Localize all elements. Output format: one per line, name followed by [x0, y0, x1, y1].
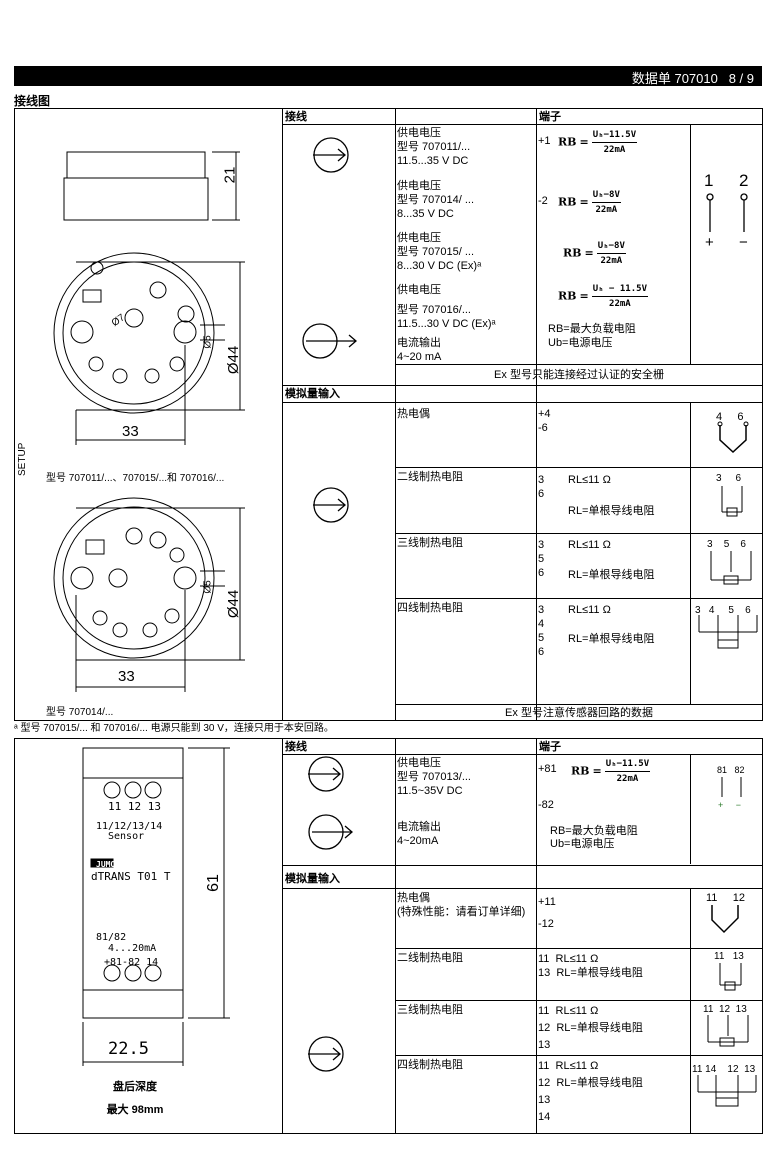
ex-note: Ex 型号只能连接经过认证的安全栅 [494, 369, 664, 381]
device-sensor: 11/12/13/14 [96, 821, 163, 832]
term-digit-1: 1 [704, 171, 714, 190]
term-digits-bottom: 81 82 [717, 765, 745, 775]
diag-2w: 3 6 [716, 473, 742, 484]
dim-61: 61 [204, 874, 222, 892]
diag-3w: 3 5 6 [707, 539, 746, 550]
analog-4w-name: 四线制热电阻 [397, 602, 463, 614]
device-sensor-label: Sensor [108, 831, 145, 842]
ub-desc: Ub=电源电压 [548, 337, 613, 349]
analog-4w-rl: RL≤11 Ω [568, 604, 611, 616]
caption-2: 型号 707014/... [46, 707, 114, 718]
col-terminal-2: 端子 [539, 741, 561, 753]
top-table [14, 108, 763, 721]
analog-b-3w-name: 三线制热电阻 [397, 1004, 463, 1016]
supply-3: 供电电压型号 707015/ ...8...30 V DC (Ex)ᵃ [397, 232, 482, 272]
analog-4w-desc: RL=单根导线电阻 [568, 633, 655, 645]
term-82: -82 [538, 799, 554, 811]
supply-bottom: 供电电压型号 707013/...11.5~35V DC [397, 757, 471, 797]
ub-desc-bottom: Ub=电源电压 [550, 838, 615, 850]
bottom-table [14, 738, 763, 1134]
supply-4: 供电电压型号 707016/...11.5...30 V DC (Ex)ᵃ [397, 284, 496, 330]
device-out1: 81/82 [96, 932, 127, 943]
supply-2: 供电电压型号 707014/ ...8...35 V DC [397, 180, 475, 220]
term-sign-minus: − [739, 234, 748, 251]
analog-b-4w-name: 四线制热电阻 [397, 1059, 463, 1071]
header-bar: 数据单 707010 8 / 9 [14, 66, 762, 86]
depth-label: 盘后深度 [113, 1081, 157, 1093]
diag-b-3w: 11 12 13 [703, 1004, 747, 1015]
diag-4w: 3 4 5 6 [695, 605, 751, 616]
analog-2w-name: 二线制热电阻 [397, 471, 463, 483]
analog-2w-rl: RL≤11 Ω [568, 474, 611, 486]
section-title: 接线图 [14, 94, 51, 108]
term-1: +1 [538, 135, 551, 147]
device-out3: +81-82 14 [104, 957, 159, 968]
analog-title-bottom: 模拟量输入 [285, 873, 340, 885]
analog-b-tc-name: 热电偶 (特殊性能：请看订单详细) [397, 892, 526, 918]
rb-desc: RB=最大负载电阻 [548, 323, 636, 335]
footnote: ᵃ 型号 707015/... 和 707016/... 电源只能到 30 V，… [14, 723, 334, 734]
supply-1: 供电电压型号 707011/...11.5...35 V DC [397, 127, 471, 167]
analog-title: 模拟量输入 [285, 388, 340, 400]
analog-tc-name: 热电偶 [397, 408, 430, 420]
dim-width: 33 [122, 423, 139, 440]
analog-2w-desc: RL=单根导线电阻 [568, 505, 655, 517]
dim-22-5: 22.5 [108, 1039, 149, 1059]
depth-value: 最大 98mm [106, 1104, 164, 1116]
term-signs-bottom: + − [718, 800, 742, 810]
analog-tc-terms: +4-6 [538, 408, 551, 434]
diag-b-tc: 11 12 [706, 892, 745, 904]
col-terminal: 端子 [539, 111, 561, 123]
col-wiring: 接线 [285, 111, 307, 123]
analog-3w-name: 三线制热电阻 [397, 537, 463, 549]
header-title: 数据单 707010 8 / 9 [631, 71, 754, 86]
rb-desc-bottom: RB=最大负载电阻 [550, 825, 638, 837]
term-2: -2 [538, 195, 548, 207]
analog-3w-desc: RL=单根导线电阻 [568, 569, 655, 581]
dim-width-2: 33 [118, 668, 135, 685]
device-row1: 11 12 13 [108, 800, 161, 813]
ex-note-2: Ex 型号注意传感器回路的数据 [505, 707, 653, 719]
term-digit-2: 2 [739, 171, 749, 190]
device-out2: 4...20mA [108, 943, 157, 954]
device-brand: JUMO [96, 860, 116, 869]
device-model: dTRANS T01 T [91, 870, 171, 883]
diag-b-2w: 11 13 [714, 951, 744, 962]
caption-1: 型号 707011/...、707015/...和 707016/... [46, 473, 225, 484]
diag-tc: 4 6 [716, 411, 744, 423]
diag-b-4w: 11 14 12 13 [692, 1064, 756, 1075]
term-sign-plus: + [705, 234, 714, 251]
col-wiring-2: 接线 [285, 741, 307, 753]
analog-b-2w-name: 二线制热电阻 [397, 952, 463, 964]
analog-b-tc-terms: +11-12 [538, 896, 556, 930]
analog-3w-rl: RL≤11 Ω [568, 539, 611, 551]
term-81: +81 [538, 763, 557, 775]
